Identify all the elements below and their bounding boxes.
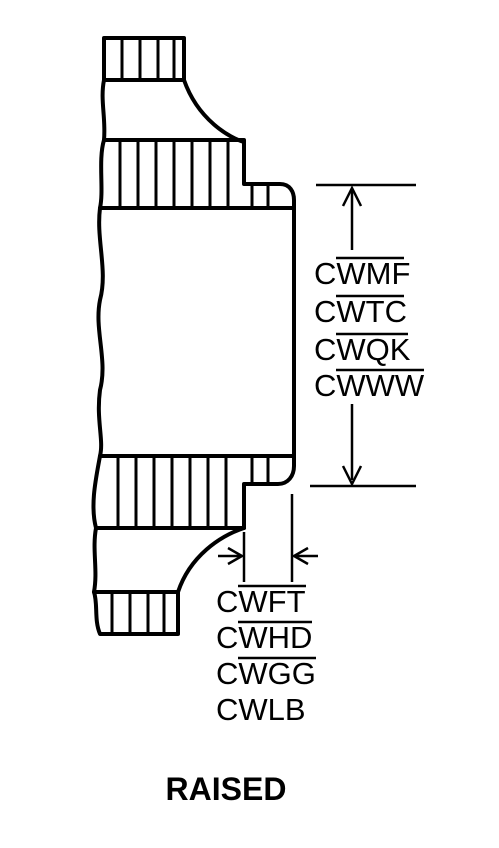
top-flange-ring — [102, 36, 186, 82]
arrowhead-right — [227, 546, 245, 566]
upper-hub-profile — [100, 78, 246, 144]
code-label: CWWW — [314, 368, 425, 403]
arrowhead-up — [341, 185, 363, 207]
bottom-code-labels: CWFT CWHD CWGG CWLB — [216, 584, 316, 727]
diagram-caption: RAISED — [166, 771, 287, 807]
code-label: CWQK — [314, 332, 411, 367]
raised-face-thickness-dimension — [218, 494, 318, 582]
raised-face-height-dimension — [310, 183, 416, 488]
code-label: CWFT — [216, 584, 306, 619]
arrowhead-left — [291, 546, 309, 566]
bore-opening — [96, 206, 296, 458]
code-label: CWHD — [216, 620, 312, 655]
code-label: CWGG — [216, 656, 316, 691]
right-code-labels: CWMF CWTC CWQK CWWW — [314, 256, 425, 403]
arrowhead-down — [341, 465, 363, 487]
lower-wall-section — [91, 454, 296, 530]
code-label: CWLB — [216, 692, 306, 727]
upper-wall-section — [98, 138, 296, 210]
code-label: CWTC — [314, 294, 407, 329]
code-label: CWMF — [314, 256, 410, 291]
bottom-flange-ring — [92, 590, 180, 636]
lower-hub-profile — [92, 526, 246, 594]
